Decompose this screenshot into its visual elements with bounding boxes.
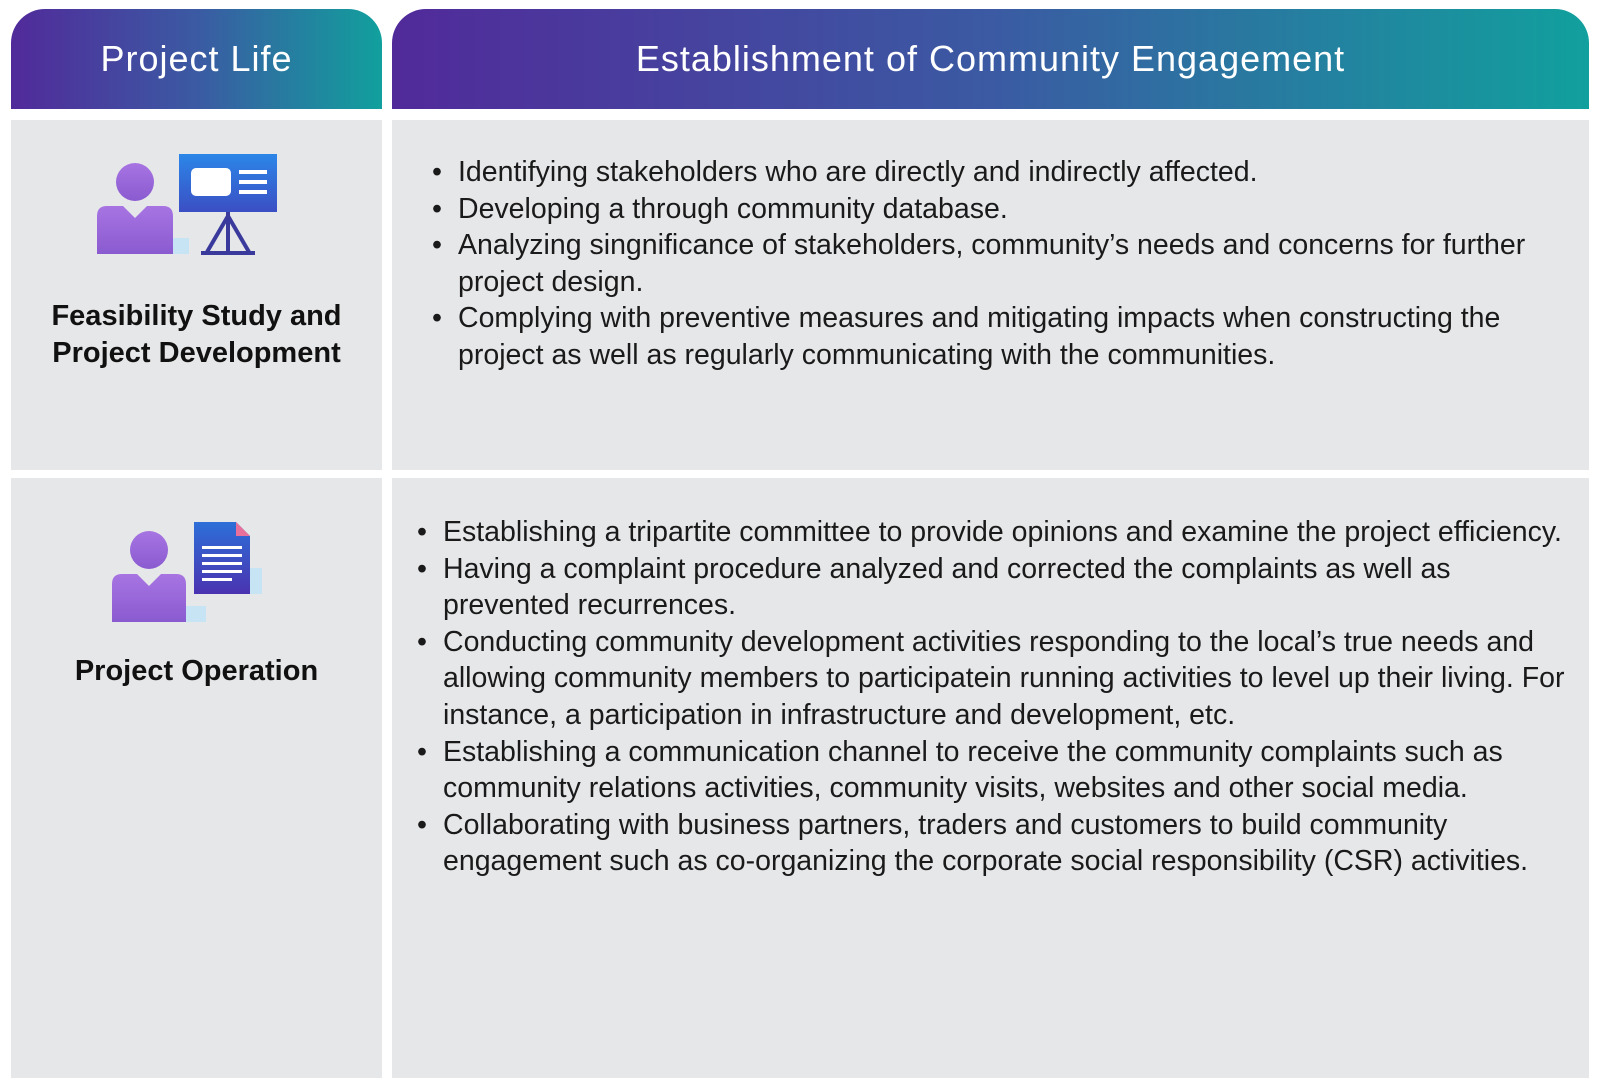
- presenter-board-icon: [96, 154, 277, 255]
- phase-label-line: Feasibility Study and: [51, 300, 342, 332]
- phase-label-operation: Project Operation: [11, 653, 382, 690]
- list-item: Having a complaint procedure analyzed an…: [417, 551, 1567, 624]
- list-item: Conducting community development activit…: [417, 624, 1567, 734]
- list-item: Establishing a tripartite committee to p…: [417, 514, 1567, 551]
- phase-cell-feasibility: Feasibility Study and Project Developmen…: [11, 120, 382, 470]
- list-item: Establishing a communication channel to …: [417, 734, 1567, 807]
- phase-label-line: Project Development: [52, 337, 341, 369]
- header-project-life: Project Life: [11, 9, 382, 109]
- list-item: Collaborating with business partners, tr…: [417, 807, 1567, 880]
- phase-label-feasibility: Feasibility Study and Project Developmen…: [11, 298, 382, 372]
- engagement-list-feasibility: Identifying stakeholders who are directl…: [432, 154, 1562, 374]
- engagement-cell-feasibility: Identifying stakeholders who are directl…: [392, 120, 1589, 470]
- person-document-icon: [111, 522, 262, 622]
- list-item: Analyzing singnificance of stakeholders,…: [432, 227, 1562, 300]
- engagement-list-operation: Establishing a tripartite committee to p…: [417, 514, 1567, 880]
- list-item: Complying with preventive measures and m…: [432, 300, 1562, 373]
- header-community-engagement-label: Establishment of Community Engagement: [635, 38, 1346, 79]
- header-project-life-label: Project Life: [100, 38, 293, 79]
- phase-label-line: Project Operation: [74, 655, 319, 687]
- list-item: Developing a through community database.: [432, 191, 1562, 228]
- list-item: Identifying stakeholders who are directl…: [432, 154, 1562, 191]
- header-community-engagement: Establishment of Community Engagement: [392, 9, 1589, 109]
- engagement-cell-operation: Establishing a tripartite committee to p…: [392, 478, 1589, 1078]
- phase-cell-operation: Project Operation: [11, 478, 382, 1078]
